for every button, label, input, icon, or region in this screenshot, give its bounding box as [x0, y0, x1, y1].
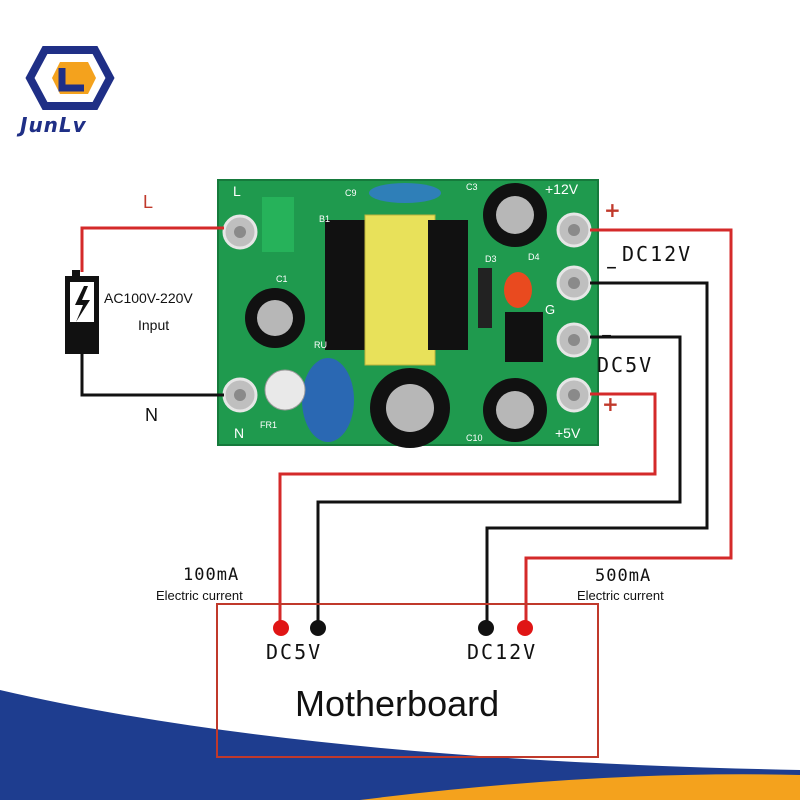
dc12v-output-label: DC12V — [622, 242, 693, 266]
silk-c9: C9 — [345, 188, 357, 198]
terminal-N — [222, 377, 258, 413]
silk-c10: C10 — [466, 433, 483, 443]
silk-fr1: FR1 — [260, 420, 278, 430]
dc5v-negative-pin — [310, 620, 326, 636]
plus-5v-label: + — [602, 392, 619, 416]
silk-n: N — [234, 425, 245, 441]
motherboard-box — [216, 603, 599, 758]
dc12v-positive-pin — [517, 620, 533, 636]
right-current-label: 500mA — [595, 566, 652, 586]
pcb-trace-pad — [262, 197, 294, 252]
power-module-pcb — [217, 179, 599, 448]
dc12v-negative-pin — [478, 620, 494, 636]
fuse-fr1 — [264, 369, 306, 411]
silk-l: L — [233, 183, 241, 199]
silk-b1: B1 — [319, 214, 331, 224]
silk-c3: C3 — [466, 182, 478, 192]
bottom-wave — [0, 690, 800, 800]
right-current-caption: Electric current — [577, 588, 664, 603]
left-current-caption: Electric current — [156, 588, 243, 603]
silk-plus5: +5V — [555, 425, 581, 441]
wire-live — [80, 226, 224, 272]
ac-source-icon — [65, 270, 99, 354]
wire-5v-positive — [278, 392, 657, 628]
wire-5v-negative — [316, 335, 682, 628]
brand-name: JunLv — [20, 113, 87, 137]
bottom-wave-accent — [360, 774, 800, 800]
regulator-chip — [505, 312, 543, 362]
silk-g: G — [545, 302, 556, 317]
motherboard-title: Motherboard — [295, 683, 500, 724]
silk-c1: C1 — [276, 274, 288, 284]
terminal-gnd12 — [556, 265, 592, 301]
led-indicator — [504, 272, 532, 308]
minus-5v-label: – — [601, 323, 612, 348]
diode-d3 — [478, 268, 492, 328]
input-caption: Input — [138, 317, 170, 333]
silk-d4: D4 — [528, 252, 540, 262]
wire-12v-negative — [485, 281, 709, 628]
terminal-plus5 — [556, 377, 592, 413]
left-current-label: 100mA — [183, 565, 240, 585]
silk-d3: D3 — [485, 254, 497, 264]
motherboard-dc12v-label: DC12V — [467, 640, 538, 664]
brand-logo — [25, 46, 115, 110]
terminal-gnd5 — [556, 322, 592, 358]
dc5v-positive-pin — [273, 620, 289, 636]
silk-ru: RU — [314, 340, 327, 350]
plus-12v-label: + — [604, 198, 621, 222]
wire-neutral — [80, 354, 224, 397]
silk-plus12: +12V — [545, 181, 579, 197]
wire-12v-positive — [524, 228, 733, 628]
dc5v-output-label: DC5V — [597, 353, 654, 377]
input-voltage-label: AC100V-220V — [104, 290, 193, 306]
motherboard-dc5v-label: DC5V — [266, 640, 323, 664]
varistor — [302, 358, 354, 442]
neutral-label: N — [145, 405, 158, 425]
live-label: L — [143, 192, 154, 212]
terminal-plus12 — [556, 212, 592, 248]
minus-12v-label: – — [606, 255, 617, 280]
terminal-L — [222, 214, 258, 250]
